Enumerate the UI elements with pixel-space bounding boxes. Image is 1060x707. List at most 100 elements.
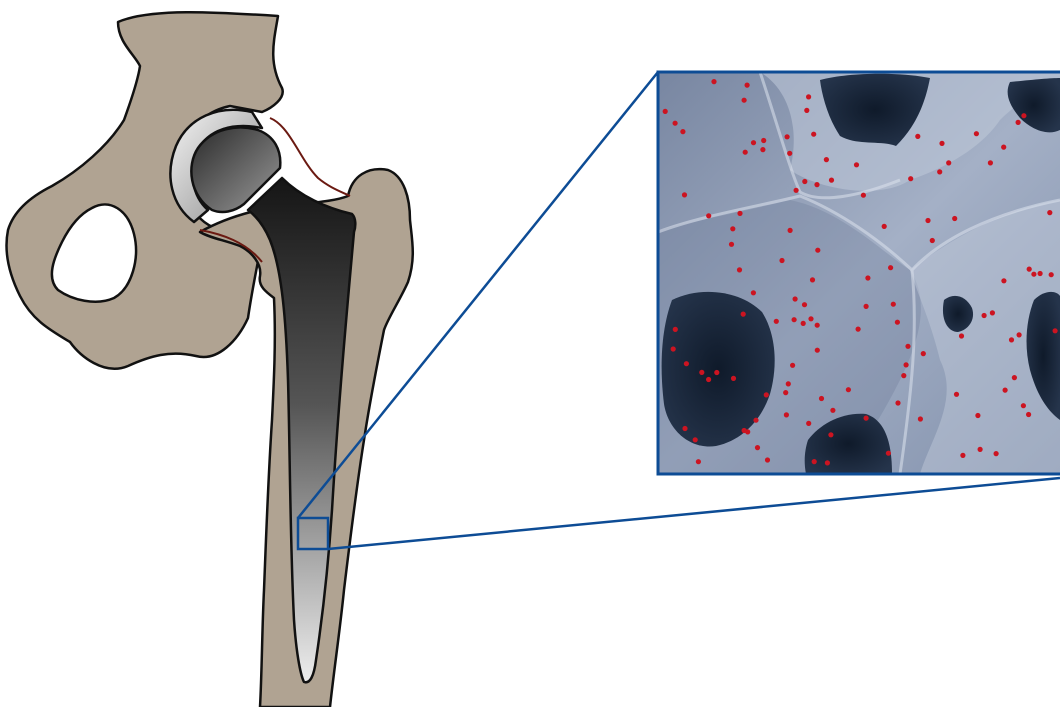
marker-dot	[830, 408, 835, 413]
marker-dot	[939, 141, 944, 146]
marker-dot	[786, 381, 791, 386]
marker-dot	[814, 182, 819, 187]
marker-dot	[731, 376, 736, 381]
marker-dot	[895, 400, 900, 405]
marker-dot	[815, 348, 820, 353]
marker-dot	[915, 134, 920, 139]
marker-dot	[1027, 267, 1032, 272]
marker-dot	[745, 83, 750, 88]
marker-dot	[846, 387, 851, 392]
marker-dot	[856, 327, 861, 332]
marker-dot	[905, 344, 910, 349]
marker-dot	[861, 193, 866, 198]
marker-dot	[753, 418, 758, 423]
marker-dot	[959, 333, 964, 338]
marker-dot	[921, 351, 926, 356]
marker-dot	[751, 140, 756, 145]
marker-dot	[925, 218, 930, 223]
marker-dot	[765, 457, 770, 462]
marker-dot	[706, 213, 711, 218]
marker-dot	[865, 275, 870, 280]
marker-dot	[825, 460, 830, 465]
marker-dot	[787, 151, 792, 156]
marker-dot	[1001, 145, 1006, 150]
marker-dot	[673, 121, 678, 126]
marker-dot	[895, 320, 900, 325]
marker-dot	[792, 317, 797, 322]
marker-dot	[891, 302, 896, 307]
marker-dot	[1038, 271, 1043, 276]
marker-dot	[815, 323, 820, 328]
marker-dot	[1021, 113, 1026, 118]
marker-dot	[829, 178, 834, 183]
marker-dot	[828, 432, 833, 437]
marker-dot	[696, 459, 701, 464]
marker-dot	[811, 132, 816, 137]
marker-dot	[1016, 120, 1021, 125]
marker-dot	[673, 327, 678, 332]
marker-dot	[994, 451, 999, 456]
marker-dot	[699, 370, 704, 375]
marker-dot	[975, 413, 980, 418]
marker-dot	[988, 160, 993, 165]
porous-scaffold-micrograph	[658, 72, 1060, 474]
marker-dot	[714, 370, 719, 375]
marker-dot	[788, 228, 793, 233]
marker-dot	[790, 363, 795, 368]
marker-dot	[815, 248, 820, 253]
marker-dot	[810, 277, 815, 282]
marker-dot	[682, 426, 687, 431]
marker-dot	[743, 150, 748, 155]
marker-dot	[819, 396, 824, 401]
marker-dot	[982, 313, 987, 318]
marker-dot	[806, 94, 811, 99]
marker-dot	[812, 459, 817, 464]
marker-dot	[930, 238, 935, 243]
marker-dot	[1021, 403, 1026, 408]
marker-dot	[954, 392, 959, 397]
marker-dot	[1009, 337, 1014, 342]
marker-dot	[886, 451, 891, 456]
marker-dot	[960, 453, 965, 458]
marker-dot	[794, 188, 799, 193]
marker-dot	[682, 192, 687, 197]
marker-dot	[1049, 272, 1054, 277]
marker-dot	[779, 258, 784, 263]
marker-dot	[864, 416, 869, 421]
marker-dot	[824, 157, 829, 162]
marker-dot	[737, 267, 742, 272]
marker-dot	[742, 428, 747, 433]
marker-dot	[1053, 328, 1058, 333]
marker-dot	[808, 316, 813, 321]
marker-dot	[882, 224, 887, 229]
marker-dot	[671, 346, 676, 351]
marker-dot	[952, 216, 957, 221]
marker-dot	[784, 412, 789, 417]
marker-dot	[802, 302, 807, 307]
marker-dot	[693, 437, 698, 442]
marker-dot	[937, 169, 942, 174]
marker-dot	[1026, 412, 1031, 417]
marker-dot	[663, 109, 668, 114]
marker-dot	[901, 373, 906, 378]
marker-dot	[680, 129, 685, 134]
marker-dot	[684, 361, 689, 366]
marker-dot	[741, 312, 746, 317]
marker-dot	[711, 79, 716, 84]
marker-dot	[764, 392, 769, 397]
marker-dot	[737, 211, 742, 216]
marker-dot	[760, 147, 765, 152]
marker-dot	[706, 377, 711, 382]
marker-dot	[974, 131, 979, 136]
marker-dot	[854, 162, 859, 167]
marker-dot	[1031, 272, 1036, 277]
marker-dot	[774, 319, 779, 324]
marker-dot	[888, 265, 893, 270]
marker-dot	[1047, 210, 1052, 215]
marker-dot	[990, 310, 995, 315]
marker-dot	[904, 362, 909, 367]
marker-dot	[864, 304, 869, 309]
marker-dot	[793, 296, 798, 301]
marker-dot	[742, 98, 747, 103]
